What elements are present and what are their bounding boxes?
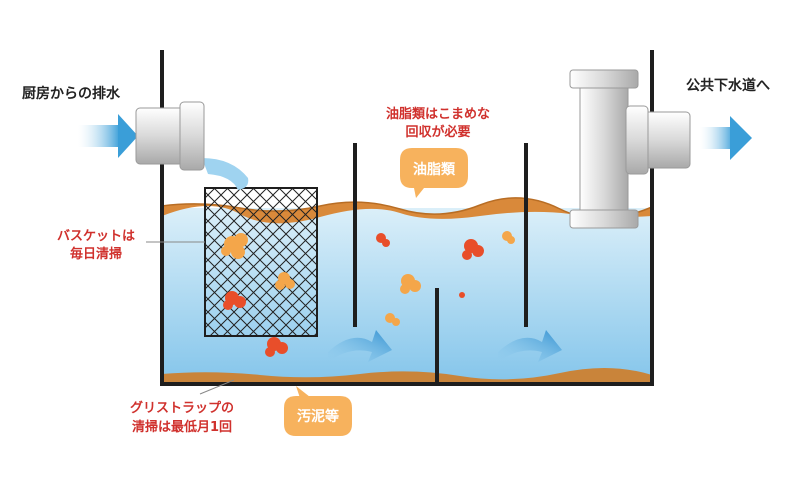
oil-bubble-text: 油脂類 (413, 161, 456, 178)
blob (385, 313, 400, 326)
inlet-label: 厨房からの排水 (22, 85, 121, 102)
blob (502, 231, 515, 244)
inlet-pipe (135, 101, 205, 171)
blob (376, 233, 390, 247)
outlet-label: 公共下水道へ (686, 77, 770, 94)
outlet-pipe (569, 69, 691, 229)
inlet-drip (202, 158, 249, 190)
oil-note-line2: 回収が必要 (405, 124, 470, 140)
blob (265, 337, 288, 357)
blob (462, 239, 484, 260)
basket-note-line2: 毎日清掃 (70, 246, 122, 262)
sludge-layer (162, 367, 652, 384)
baffles (353, 143, 528, 386)
callout-lines (146, 241, 235, 395)
blob (221, 233, 248, 259)
sludge-bubble-text: 汚泥等 (297, 408, 339, 425)
trap-note-line1: グリストラップの (130, 400, 234, 416)
strainer-basket (204, 187, 318, 337)
flow-arrow-left-icon (328, 330, 392, 362)
inlet-arrow-icon (78, 114, 138, 158)
flow-arrow-right-icon (498, 330, 562, 362)
oil-callout-bubble: 油脂類 (400, 148, 468, 198)
oil-note-line1: 油脂類はこまめな (386, 106, 490, 122)
grease-blobs (221, 231, 515, 357)
trap-note-line2: 清掃は最低月1回 (132, 419, 232, 435)
blob (400, 274, 421, 294)
sludge-callout-bubble: 汚泥等 (284, 386, 352, 436)
outlet-arrow-icon (700, 116, 752, 160)
blob (223, 291, 246, 310)
basket-note-line1: バスケットは (57, 229, 135, 244)
tank-walls (160, 50, 654, 386)
blob (459, 292, 465, 298)
blob (275, 272, 295, 290)
